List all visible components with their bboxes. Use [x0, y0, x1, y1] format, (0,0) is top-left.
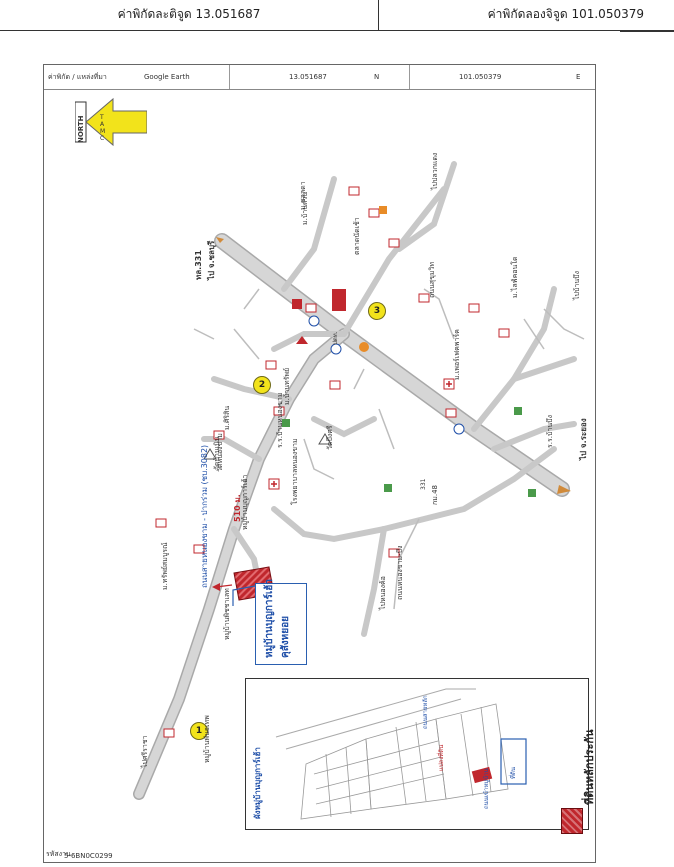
- badge-3: 3: [368, 302, 386, 320]
- latitude-label: ค่าพิกัดละติจูด 13.051687: [117, 7, 261, 21]
- inset-lot-label: แปลงที่ดิน: [438, 744, 445, 771]
- label-main-road: ถนนสุขุมวิท: [428, 261, 436, 298]
- inset-plan: ผังหมู่บ้านบุญการ์เฮ้า ถนนสายหลัก ถนนเข้…: [245, 678, 589, 830]
- north-letter: T: [100, 114, 104, 121]
- label-village9: ม.บ้านสวน: [301, 192, 309, 225]
- north-arrow: [75, 97, 147, 147]
- label-hwy-num: 331: [420, 478, 427, 490]
- callout-line2: คุสังหยอย: [280, 616, 291, 658]
- landmark-m-icon: [296, 336, 308, 344]
- source-value: Google Earth: [144, 73, 190, 81]
- bank-icon: [330, 343, 342, 355]
- lat-unit: N: [374, 73, 380, 81]
- school-icon: [514, 407, 522, 415]
- bank-icon: [308, 315, 320, 327]
- label-to-rayong: ไป จ.ระยอง: [579, 418, 588, 460]
- label-to-sriracha: ไปศรีราชา: [141, 735, 149, 768]
- village-callout: หมู่บ้านบุญการ์เฮ้า คุสังหยอย: [255, 579, 307, 665]
- label-temple2: วัดบ้านเนิน: [213, 436, 221, 470]
- inset-canvas: [275, 688, 527, 820]
- minor-roads: [193, 288, 585, 610]
- label-village8: ม.ทรัพย์สมบูรณ์: [161, 542, 169, 590]
- label-market: ตลาดนัดเช้า: [353, 217, 361, 255]
- distance-arrowhead: [212, 583, 220, 591]
- label-hospital: โรงพยาบาลหนองขาม: [291, 438, 299, 505]
- inset-box-label: ที่ดิน: [510, 767, 517, 779]
- label-bus-road: ถนนหนองขาม-บึง: [396, 545, 404, 600]
- header-divider: [378, 0, 379, 30]
- gas-station-icon: [359, 342, 369, 352]
- label-to-nongkho: ไปหนองค้อ: [379, 576, 387, 610]
- lon-value: 101.050379: [459, 73, 502, 81]
- label-hwy: ทล.331: [194, 250, 203, 280]
- frame-header: ค่าพิกัด / แหล่งที่มา Google Earth 13.05…: [44, 65, 595, 90]
- building-marker: [332, 289, 346, 311]
- header-line: [229, 65, 230, 89]
- inset-lots: [300, 703, 509, 820]
- north-label: NORTH: [77, 115, 85, 143]
- badge-2: 2: [253, 376, 271, 394]
- inset-title: ผังหมู่บ้านบุญการ์เฮ้า: [253, 747, 262, 819]
- landmark-markers: [155, 186, 510, 738]
- longitude-label: ค่าพิกัดลองจิจูด 101.050379: [487, 7, 644, 21]
- north-letter: M: [100, 128, 106, 135]
- label-school2: ร.ร.บ้านบึง: [546, 415, 554, 448]
- header-line: [409, 65, 410, 89]
- secondary-roads: [201, 161, 577, 637]
- source-label: ค่าพิกัด / แหล่งที่มา: [48, 73, 107, 81]
- school-icon: [282, 419, 290, 427]
- callout-pointer: [232, 585, 256, 606]
- inset-subject-lot: [471, 766, 493, 784]
- inset-road-label: ถนนสายหลัก: [422, 695, 429, 729]
- label-to-pluakdaeng: ไปปลวกแดง: [431, 152, 439, 190]
- lon-unit: E: [576, 73, 581, 81]
- hospital-cross: [446, 381, 452, 387]
- label-village6: ม.ไลฟ์คอนโด: [511, 256, 519, 298]
- legend-swatch: [561, 808, 583, 834]
- label-to-chonburi: ไป จ.ชลบุรี: [207, 240, 216, 280]
- label-village4: ม.เพอร์เฟคพาร์ค: [453, 329, 461, 380]
- coordinate-header: ค่าพิกัดละติจูด 13.051687 ค่าพิกัดลองจิจ…: [0, 0, 674, 31]
- inset-road-label2: ถนนเข้าหมู่บ้าน: [483, 768, 490, 809]
- north-letters: T A M C: [100, 114, 110, 142]
- map-canvas: [133, 161, 585, 800]
- shop-marker: [292, 299, 302, 309]
- label-school1: ร.ร.บ้านหนองขาม: [276, 392, 284, 448]
- label-temple3: วัดบึงศรี: [326, 425, 334, 450]
- label-gas: ปตท.: [332, 331, 339, 345]
- lat-value: 13.051687: [289, 73, 327, 81]
- badge-1: 1: [190, 722, 208, 740]
- label-village10: ม.ศิริสิน: [223, 405, 231, 430]
- school-icon: [384, 484, 392, 492]
- store-icon: [379, 206, 387, 214]
- bank-icon: [453, 423, 465, 435]
- label-village3: หมู่บ้านพิชชาเลท: [223, 588, 231, 640]
- footer-label: รหัสงาน: [46, 850, 71, 858]
- hospital-cross: [271, 481, 277, 487]
- label-to-banbueng: ไปบ้านบึง: [573, 271, 581, 300]
- school-icon: [528, 489, 536, 497]
- label-village1: หมู่บ้านพันธเทพ: [203, 715, 211, 763]
- local-road: [133, 328, 350, 800]
- label-road-km: กม.48: [431, 485, 439, 505]
- temple-icon: [203, 433, 332, 460]
- north-letter: A: [100, 121, 105, 128]
- inset-callout-box: [500, 738, 527, 785]
- header-underline: [620, 30, 674, 32]
- legend-text: ที่ดินหลักประกัน: [583, 729, 596, 805]
- north-letter: C: [100, 135, 105, 142]
- label-local-road: ถนนสายหนองขาม - ปากร่วม (ชบ.3082): [200, 444, 209, 588]
- footer-code: 5-6BN0C0299: [64, 852, 113, 860]
- label-village2: หมู่บ้านบุญการ์เฮ้า: [241, 474, 249, 530]
